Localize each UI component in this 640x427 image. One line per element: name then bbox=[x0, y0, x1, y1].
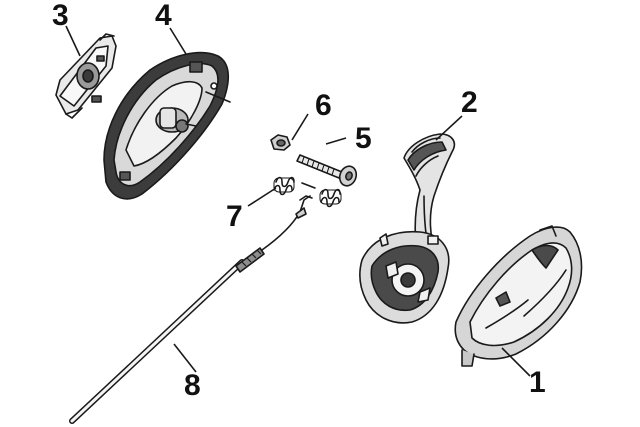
part-nut bbox=[270, 134, 291, 151]
spring-left bbox=[273, 176, 295, 196]
part-small-cover-plate bbox=[55, 33, 117, 119]
callout-number-3: 3 bbox=[52, 0, 69, 32]
callout-number-8: 8 bbox=[184, 369, 201, 402]
leader-line-7 bbox=[247, 187, 277, 207]
part-springs-and-pin bbox=[273, 176, 342, 208]
callout-number-7: 7 bbox=[226, 200, 243, 233]
part-upper-housing-cover bbox=[103, 51, 231, 200]
callout-labels: 1 2 3 4 5 6 7 8 bbox=[52, 0, 546, 402]
leader-line-3 bbox=[65, 25, 81, 57]
leader-line-2 bbox=[435, 115, 463, 141]
callout-number-1: 1 bbox=[529, 366, 546, 399]
pin bbox=[301, 182, 316, 189]
part-bolt bbox=[296, 154, 358, 187]
callout-number-6: 6 bbox=[315, 89, 332, 122]
leader-line-8 bbox=[173, 343, 197, 373]
leader-line-4 bbox=[169, 27, 187, 55]
callout-number-4: 4 bbox=[155, 0, 172, 32]
part-lower-housing-cover bbox=[454, 225, 583, 367]
leader-line-6 bbox=[291, 113, 309, 141]
part-handle-lever bbox=[359, 133, 456, 324]
part-control-cable bbox=[69, 195, 313, 424]
callout-number-2: 2 bbox=[461, 86, 478, 119]
callout-number-5: 5 bbox=[355, 122, 372, 155]
leader-lines bbox=[65, 25, 531, 377]
leader-line-1 bbox=[501, 347, 531, 377]
leader-line-5 bbox=[325, 137, 347, 145]
spring-right bbox=[319, 188, 342, 208]
